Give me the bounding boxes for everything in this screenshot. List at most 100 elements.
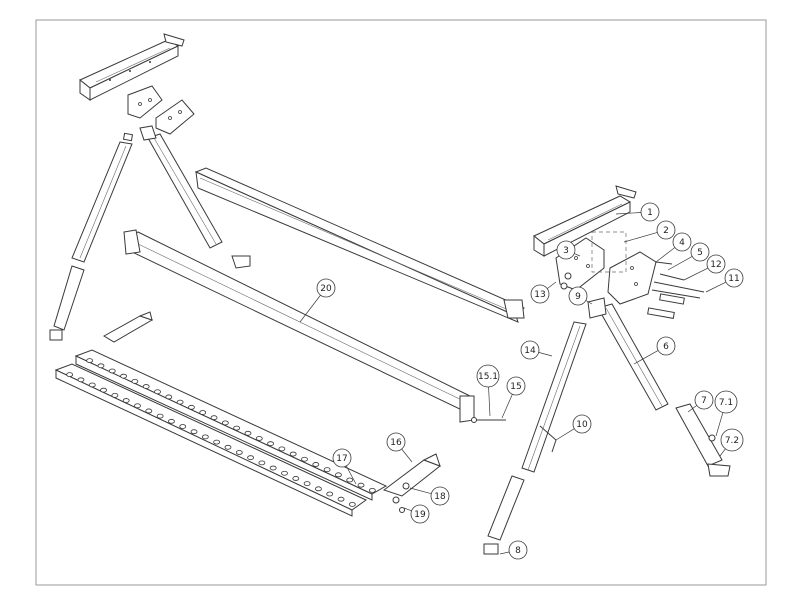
rail-hole [199, 410, 207, 415]
rail-hole [201, 434, 209, 440]
bolts-and-pins [560, 261, 705, 319]
callout-circle [720, 428, 744, 452]
rail-hole [131, 378, 139, 384]
rail-hole [323, 467, 331, 473]
callout-leader [345, 465, 357, 485]
callout-circle [556, 240, 576, 260]
rail-hole [224, 444, 232, 450]
rail-hole [156, 413, 164, 419]
rail-hole [176, 399, 184, 405]
drawing-frame [35, 19, 767, 586]
callout-circle [506, 376, 526, 396]
callout-number: 9 [575, 292, 581, 302]
callout-number: 16 [390, 438, 402, 448]
rail-hole [312, 462, 320, 467]
callout-7-2: 7.2 [719, 428, 744, 457]
callout-7-1: 7.1 [714, 390, 738, 437]
rail-hole [258, 460, 266, 466]
callout-circle [332, 448, 352, 468]
callout-15-1: 15.1 [476, 364, 500, 417]
callout-number: 13 [534, 290, 545, 300]
rail-hole [210, 415, 218, 421]
rail-hole [213, 439, 221, 445]
callout-20: 20 [299, 278, 336, 323]
rail-holes [66, 358, 376, 507]
callout-circle [690, 242, 710, 262]
callout-leader [687, 405, 698, 413]
callout-leader [299, 294, 321, 323]
callout-leader [705, 281, 727, 293]
rail-hole [188, 404, 195, 410]
rail-hole [247, 455, 254, 461]
callout-circle [520, 340, 540, 360]
rail-hole [134, 403, 141, 409]
rail-hole [97, 363, 105, 369]
perforated-rails [54, 349, 388, 517]
callout-number: 7.1 [719, 398, 733, 408]
callout-6: 6 [633, 336, 676, 365]
callout-circle [694, 390, 714, 410]
callout-circle [430, 486, 450, 506]
rail-hole [315, 486, 322, 492]
callout-leader [401, 448, 413, 463]
callout-3: 3 [556, 240, 581, 260]
callout-circle [640, 202, 660, 222]
rail-hole [168, 418, 175, 424]
callout-leader [499, 551, 510, 555]
callout-18: 18 [409, 486, 450, 506]
callout-circle [508, 540, 528, 560]
callout-circle [656, 336, 676, 356]
right-legs [483, 297, 731, 555]
callout-1: 1 [615, 202, 660, 222]
callout-19: 19 [403, 504, 430, 524]
callout-circle [568, 286, 588, 306]
callout-circle [714, 390, 738, 414]
callout-number: 14 [524, 346, 536, 356]
callout-8: 8 [499, 540, 528, 560]
rail-hole [235, 450, 243, 455]
callout-number: 11 [728, 274, 739, 284]
rail-hole [88, 382, 96, 388]
callout-number: 4 [679, 238, 685, 248]
callout-13: 13 [530, 281, 557, 304]
callout-14: 14 [520, 340, 553, 360]
rail-hole [278, 446, 286, 452]
rail-hole [269, 465, 277, 471]
rail-hole [86, 358, 94, 363]
callout-leader [403, 507, 412, 512]
rail-hole [108, 368, 116, 374]
rail-hole [301, 456, 308, 462]
rail-hole [335, 472, 342, 478]
callout-circle [572, 414, 592, 434]
rail-hole [66, 372, 74, 377]
callout-leader [546, 281, 557, 289]
callout-number: 17 [336, 454, 347, 464]
callout-circle [672, 232, 692, 252]
left-bracket-plates [127, 85, 195, 135]
callout-leader [623, 232, 658, 243]
rail-hole [190, 429, 198, 435]
bracket-part-16 [103, 311, 442, 497]
callout-leader [538, 352, 553, 357]
callout-leader [615, 212, 642, 215]
callout-circle [410, 504, 430, 524]
callout-leader [501, 394, 513, 419]
callout-circle [706, 254, 726, 274]
callout-circle [476, 364, 500, 388]
callout-number: 1 [647, 208, 653, 218]
callout-leader [574, 253, 581, 257]
callout-leader [719, 448, 726, 457]
callout-circle [530, 284, 550, 304]
rail-hole [292, 476, 300, 481]
callout-leader [488, 386, 491, 417]
rail-hole [77, 377, 85, 383]
rail-hole [111, 392, 119, 398]
callout-number: 18 [434, 492, 446, 502]
callout-leader [585, 300, 593, 305]
callout-circle [316, 278, 336, 298]
long-diagonal-bar [194, 167, 525, 323]
rail-hole [179, 424, 187, 429]
callout-number: 20 [320, 284, 332, 294]
fasteners-18-19 [392, 482, 410, 513]
callout-number: 7 [701, 396, 707, 406]
